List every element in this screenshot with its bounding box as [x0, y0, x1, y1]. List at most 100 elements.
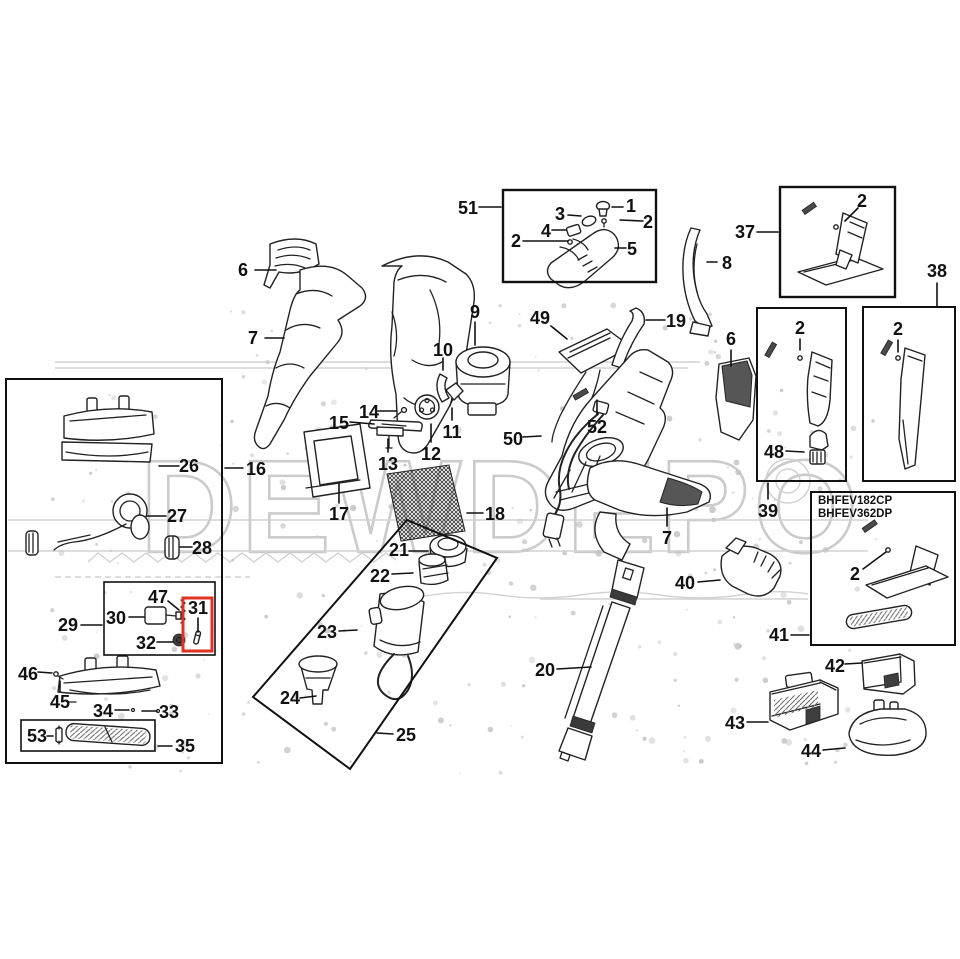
part-label-38: 38	[927, 261, 947, 281]
leader-line-20	[556, 666, 592, 670]
speck	[284, 746, 291, 754]
speck	[403, 463, 407, 467]
speck	[570, 336, 574, 340]
speck	[766, 429, 771, 433]
leader-line-15	[349, 421, 375, 425]
part-label-32: 32	[136, 633, 156, 653]
group-boxes-layer	[5, 185, 956, 771]
speck	[758, 537, 762, 541]
speck	[722, 496, 725, 499]
part-label-48: 48	[764, 442, 784, 462]
part-label-29: 29	[58, 615, 78, 635]
part-13-bracket-drawing	[376, 426, 404, 449]
speck	[343, 500, 347, 503]
part-label-35: 35	[175, 736, 195, 756]
part-label-46: 46	[18, 664, 38, 684]
part-38-drawing	[880, 339, 926, 470]
part-31-pin-drawing	[193, 630, 202, 645]
part-41-head-drawing	[845, 519, 949, 630]
part-label-47: 47	[148, 587, 168, 607]
speck	[808, 537, 811, 539]
part-label-2: 2	[850, 564, 860, 584]
speck	[780, 591, 787, 599]
part-label-19: 19	[666, 311, 686, 331]
speck	[761, 656, 767, 661]
speck	[349, 760, 352, 763]
speck	[822, 546, 829, 553]
speck	[520, 735, 524, 739]
part-28-roller-drawing	[164, 535, 180, 560]
speck	[376, 652, 383, 658]
leader-line-47	[167, 600, 180, 611]
leader-line-23	[338, 629, 358, 632]
speck	[109, 549, 113, 552]
speck	[735, 469, 742, 476]
speck	[521, 548, 526, 553]
speck	[717, 619, 723, 625]
speck	[317, 621, 323, 628]
speck	[255, 353, 259, 357]
speck	[232, 505, 239, 513]
speck	[387, 690, 391, 694]
speck	[388, 504, 394, 510]
speck	[677, 704, 680, 707]
part-7-left-drawing	[253, 255, 476, 454]
speck	[648, 737, 656, 744]
speck	[727, 466, 729, 469]
speck	[675, 550, 682, 557]
speck	[731, 491, 735, 494]
highlight-layer	[181, 596, 214, 653]
part-label-50: 50	[503, 429, 523, 449]
part-11-bracket-drawing	[445, 382, 464, 407]
speck	[50, 607, 55, 613]
speck	[534, 616, 537, 619]
speck	[510, 725, 513, 727]
speck	[262, 379, 267, 385]
speck	[488, 321, 492, 325]
group-box-41	[810, 491, 956, 646]
speck	[673, 531, 681, 538]
speck	[734, 677, 739, 682]
part-39-48-drawing	[764, 341, 833, 465]
speck	[766, 629, 770, 633]
speck	[642, 538, 648, 544]
speck	[129, 591, 132, 594]
speck	[683, 757, 689, 764]
speck	[708, 349, 714, 355]
speck	[708, 312, 712, 316]
part-20-wand-drawing	[558, 559, 645, 762]
speck	[686, 608, 688, 611]
speck	[517, 324, 522, 328]
part-label-22: 22	[370, 566, 390, 586]
speck	[181, 751, 184, 754]
part-label-18: 18	[485, 504, 505, 524]
part-label-7: 7	[248, 328, 258, 348]
speck	[803, 738, 807, 742]
part-handle-assembly-drawing	[546, 200, 620, 289]
speck	[704, 571, 708, 575]
leader-line-2	[844, 207, 859, 222]
speck	[732, 616, 736, 619]
speck	[128, 765, 132, 769]
speck	[797, 625, 805, 632]
part-47-spring-drawing	[180, 599, 186, 624]
speck	[570, 610, 576, 616]
speck	[704, 735, 711, 742]
part-label-6: 6	[238, 260, 248, 280]
speck	[51, 497, 55, 502]
part-label-34: 34	[93, 701, 113, 721]
speck	[781, 738, 788, 744]
speck	[321, 594, 325, 598]
part-14-screw-drawing	[393, 406, 408, 419]
speck	[111, 395, 117, 401]
part-49-drawing	[551, 328, 632, 443]
part-17-filter-frame-drawing	[303, 423, 371, 498]
speck	[103, 697, 108, 702]
speck	[264, 614, 269, 619]
speck	[689, 317, 693, 321]
group-box-29	[103, 581, 216, 656]
speck	[179, 769, 182, 773]
part-label-52: 52	[587, 417, 607, 437]
